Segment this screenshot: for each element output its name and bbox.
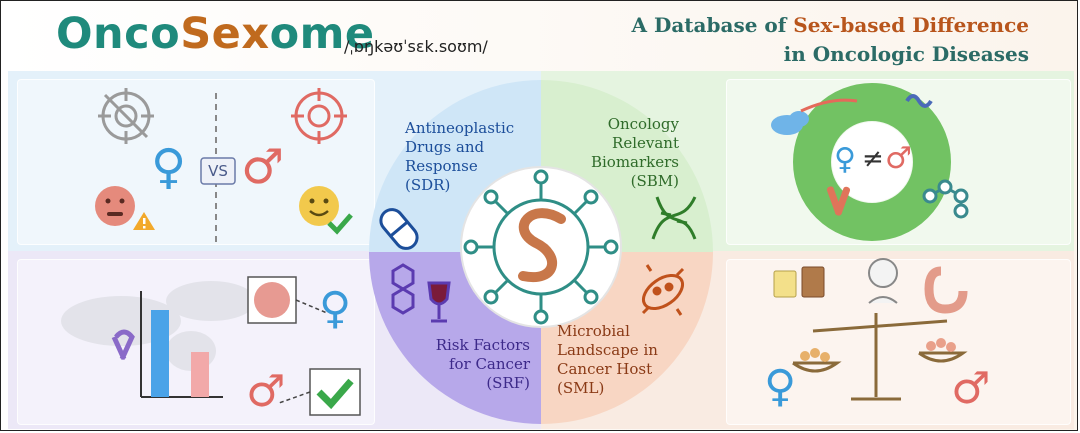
person-profile-icon bbox=[868, 258, 898, 304]
module-sml-label[interactable]: Microbial Landscape in Cancer Host (SML) bbox=[557, 322, 707, 398]
cancer-ribbon-icon bbox=[111, 329, 135, 361]
pill-icon bbox=[379, 208, 419, 250]
vs-text: VS bbox=[208, 162, 228, 180]
sml-line-2: Landscape in bbox=[557, 341, 658, 359]
subtitle-line-2: in Oncologic Diseases bbox=[783, 42, 1029, 66]
sbm-line-3: Biomarkers bbox=[590, 153, 679, 171]
sbm-line-1: Oncology bbox=[607, 115, 679, 133]
sdr-line-4: (SDR) bbox=[405, 176, 451, 194]
male-symbol-microbial-icon: ♂ bbox=[951, 363, 991, 414]
logo-sex: Sex bbox=[180, 9, 270, 59]
site-subtitle: A Database of Sex-based Difference in On… bbox=[632, 11, 1029, 69]
cloud-icon bbox=[771, 111, 809, 135]
wine-glass-icon bbox=[427, 281, 451, 323]
srf-line-1: Risk Factors bbox=[435, 336, 530, 354]
srf-line-2: for Cancer bbox=[448, 355, 530, 373]
warning-icon bbox=[133, 212, 155, 230]
sbm-line-2: Relevant bbox=[612, 134, 679, 152]
pronunciation: /ˌɒŋkəʊˈsɛk.soʊm/ bbox=[344, 37, 488, 56]
specimen-cups-icon bbox=[773, 266, 825, 298]
molecule-icon bbox=[391, 263, 415, 315]
bar-male bbox=[191, 352, 209, 397]
sml-line-3: Cancer Host bbox=[557, 360, 653, 378]
checkmark-icon bbox=[327, 213, 353, 235]
check-box bbox=[309, 368, 361, 416]
male-symbol-icon: ♂ bbox=[241, 139, 285, 195]
microbe-pile-left-icon bbox=[800, 348, 830, 362]
vs-label: VS bbox=[201, 158, 235, 184]
module-sbm-label[interactable]: Oncology Relevant Biomarkers (SBM) bbox=[559, 115, 679, 191]
balance-scale-icon bbox=[792, 313, 968, 401]
sml-line-4: (SML) bbox=[557, 379, 605, 397]
subtitle-highlight: Sex-based Difference bbox=[793, 13, 1029, 37]
sad-face-icon bbox=[95, 186, 135, 226]
tumor-tissue-icon bbox=[254, 282, 290, 318]
protein-icon bbox=[905, 94, 933, 108]
sdr-line-1: Antineoplastic bbox=[405, 119, 515, 137]
female-symbol-risk-icon: ♀ bbox=[319, 283, 352, 334]
vs-badge bbox=[200, 157, 236, 185]
target-icon bbox=[291, 88, 347, 144]
site-logo[interactable]: OncoSexome bbox=[56, 9, 375, 59]
dna-icon bbox=[651, 196, 697, 240]
female-symbol-biomarker-icon: ♀ bbox=[834, 142, 856, 177]
female-symbol-icon: ♀ bbox=[151, 139, 187, 195]
emblem-s-shape bbox=[518, 208, 566, 283]
logo-ome: ome bbox=[269, 9, 375, 59]
srf-line-3: (SRF) bbox=[486, 374, 530, 392]
male-symbol-biomarker-icon: ♂ bbox=[885, 141, 912, 176]
intestine-icon bbox=[924, 266, 968, 314]
female-symbol-microbial-icon: ♀ bbox=[764, 361, 797, 412]
oncosexome-emblem-icon bbox=[463, 169, 619, 325]
chromosome-icon bbox=[826, 186, 851, 216]
male-symbol-risk-icon: ♂ bbox=[246, 366, 286, 417]
rna-strand-icon bbox=[800, 98, 858, 113]
target-crossed-icon bbox=[98, 88, 154, 144]
bacterium-icon bbox=[641, 264, 685, 316]
checkmark-large-icon bbox=[316, 378, 354, 410]
module-sdr-label[interactable]: Antineoplastic Drugs and Response (SDR) bbox=[405, 119, 555, 195]
microbe-pile-right-icon bbox=[926, 338, 956, 352]
bar-female bbox=[151, 310, 169, 397]
sml-line-1: Microbial bbox=[557, 322, 630, 340]
module-srf-label[interactable]: Risk Factors for Cancer (SRF) bbox=[406, 336, 530, 393]
sex-difference-ring-icon bbox=[793, 83, 951, 241]
compound-icon bbox=[922, 179, 969, 219]
subtitle-prefix: A Database of bbox=[631, 13, 794, 37]
subtitle-line-1: A Database of Sex-based Difference bbox=[632, 11, 1029, 40]
happy-face-icon bbox=[299, 186, 339, 226]
sdr-line-2: Drugs and bbox=[405, 138, 485, 156]
sbm-line-4: (SBM) bbox=[630, 172, 679, 190]
not-equal-icon: ≠ bbox=[862, 144, 884, 174]
sdr-line-3: Response bbox=[405, 157, 478, 175]
logo-onco: Onco bbox=[56, 9, 181, 59]
